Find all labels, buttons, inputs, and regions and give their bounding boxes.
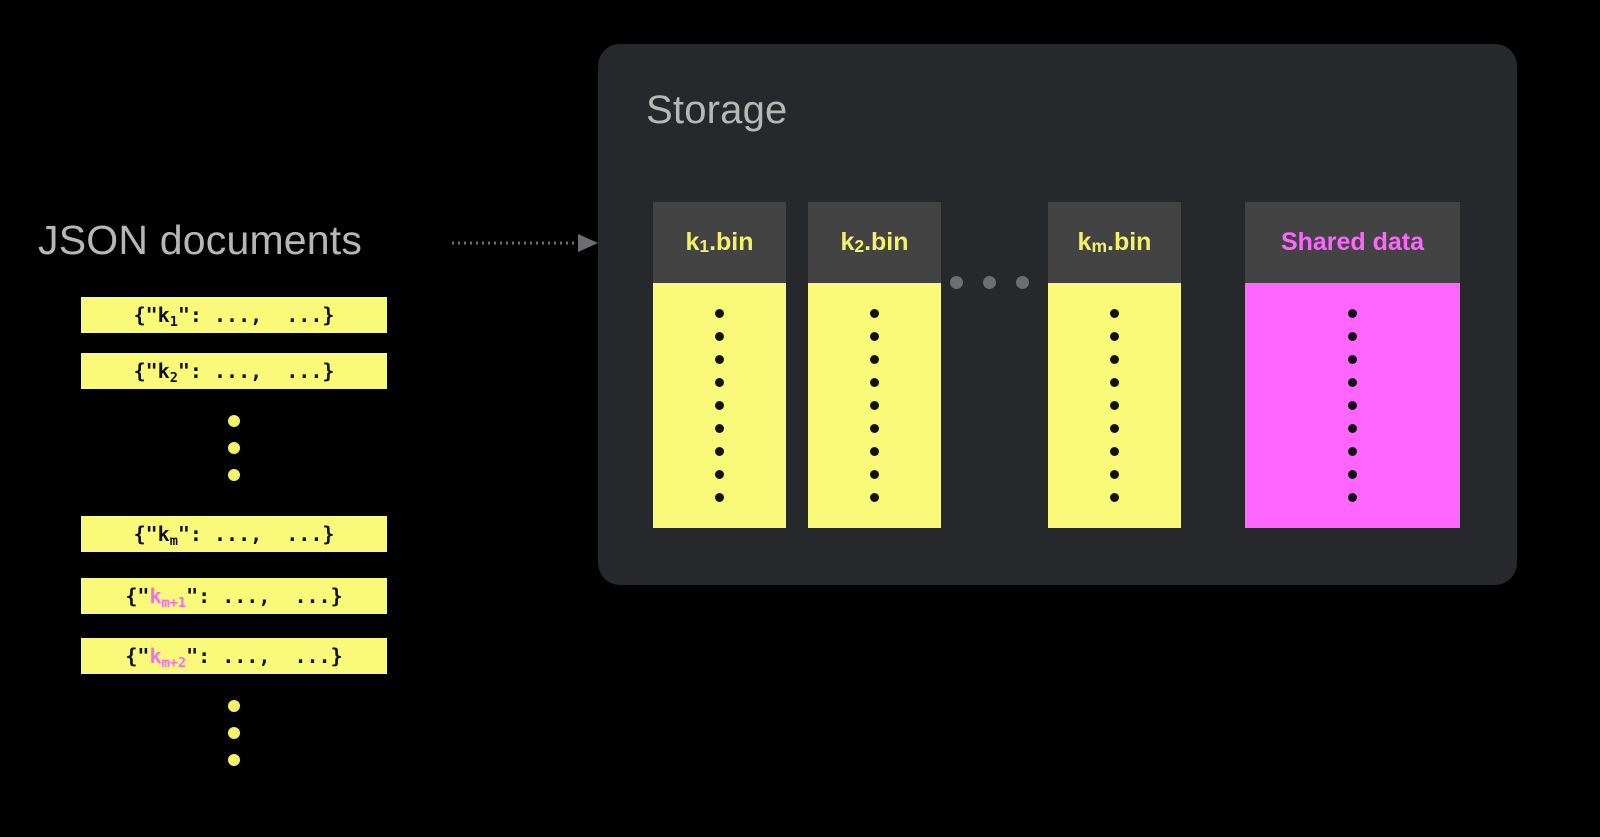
record-dot	[715, 309, 724, 318]
doc-text-suffix: ": ..., ...}	[177, 303, 335, 327]
record-dot	[870, 447, 879, 456]
ellipsis-dot	[228, 727, 240, 739]
record-dot	[715, 470, 724, 479]
json-document-row-shared: {"km+1": ..., ...}	[81, 578, 387, 614]
storage-bin-body	[808, 283, 941, 528]
doc-text-prefix: {"	[133, 359, 158, 383]
ellipsis-dot	[1016, 276, 1029, 289]
doc-key-subscript: 1	[169, 313, 178, 330]
storage-title: Storage	[646, 88, 788, 132]
bin-label-subscript: 1	[699, 236, 710, 257]
record-dot	[1110, 355, 1119, 364]
record-dot	[715, 493, 724, 502]
record-dot	[1348, 401, 1357, 410]
json-document-row: {"k1": ..., ...}	[81, 297, 387, 333]
record-dot	[1348, 309, 1357, 318]
ellipsis-dot	[228, 700, 240, 712]
record-dot	[870, 424, 879, 433]
record-dot	[715, 355, 724, 364]
doc-key: km	[157, 522, 178, 549]
storage-bin-body	[1048, 283, 1181, 528]
record-dot	[1110, 424, 1119, 433]
record-dot	[1110, 447, 1119, 456]
record-dot	[1110, 401, 1119, 410]
json-document-row: {"km": ..., ...}	[81, 516, 387, 552]
doc-key-shared: km+1	[149, 584, 187, 611]
doc-key: k2	[157, 359, 178, 386]
ellipsis-dot	[228, 442, 240, 454]
doc-text-suffix: ": ..., ...}	[186, 644, 343, 668]
flow-arrow-icon	[452, 234, 598, 252]
record-dot	[870, 493, 879, 502]
ellipsis-dot	[983, 276, 996, 289]
ellipsis-dot	[228, 754, 240, 766]
record-dot	[715, 332, 724, 341]
storage-bin-body	[653, 283, 786, 528]
doc-text-prefix: {"	[125, 584, 150, 608]
doc-text-suffix: ": ..., ...}	[177, 522, 335, 546]
record-dot	[1348, 424, 1357, 433]
ellipsis-dot	[228, 415, 240, 427]
record-dot	[715, 378, 724, 387]
json-documents-section: JSON documents {"k1": ..., ...} {"k2": .…	[0, 0, 600, 837]
record-dot	[870, 332, 879, 341]
record-dot	[715, 447, 724, 456]
ellipsis-dot	[228, 469, 240, 481]
doc-text-prefix: {"	[125, 644, 150, 668]
json-documents-title: JSON documents	[38, 217, 363, 263]
record-dot	[1348, 332, 1357, 341]
record-dot	[870, 309, 879, 318]
record-dot	[1348, 470, 1357, 479]
doc-text-prefix: {"	[133, 303, 158, 327]
record-dot	[1348, 493, 1357, 502]
bin-label-subscript: 2	[854, 236, 865, 257]
json-document-row: {"k2": ..., ...}	[81, 353, 387, 389]
record-dot	[870, 470, 879, 479]
doc-key-subscript: m+2	[161, 654, 187, 671]
storage-bins-ellipsis	[950, 276, 1029, 289]
doc-key: k1	[157, 303, 178, 330]
doc-key-subscript: m	[169, 532, 178, 549]
record-dot	[1110, 332, 1119, 341]
record-dot	[1110, 470, 1119, 479]
record-dot	[1110, 378, 1119, 387]
doc-text-suffix: ": ..., ...}	[177, 359, 335, 383]
ellipsis-dot	[950, 276, 963, 289]
record-dot	[715, 401, 724, 410]
record-dot	[1110, 309, 1119, 318]
record-dot	[870, 355, 879, 364]
storage-bin-shared[interactable]: Shared data	[1245, 202, 1460, 528]
doc-key-subscript: 2	[169, 369, 178, 386]
bin-label-subscript: m	[1091, 236, 1108, 257]
doc-key-subscript: m+1	[161, 594, 187, 611]
doc-text-suffix: ": ..., ...}	[186, 584, 343, 608]
record-dot	[1348, 355, 1357, 364]
record-dot	[1348, 447, 1357, 456]
storage-bin-body-shared	[1245, 283, 1460, 528]
record-dot	[870, 401, 879, 410]
record-dot	[715, 424, 724, 433]
doc-text-prefix: {"	[133, 522, 158, 546]
documents-ellipsis	[81, 415, 387, 481]
storage-bin-label-shared: Shared data	[1245, 202, 1460, 283]
record-dot	[870, 378, 879, 387]
doc-key-shared: km+2	[149, 644, 187, 671]
json-document-row-shared: {"km+2": ..., ...}	[81, 638, 387, 674]
record-dot	[1348, 378, 1357, 387]
documents-ellipsis	[81, 700, 387, 766]
record-dot	[1110, 493, 1119, 502]
